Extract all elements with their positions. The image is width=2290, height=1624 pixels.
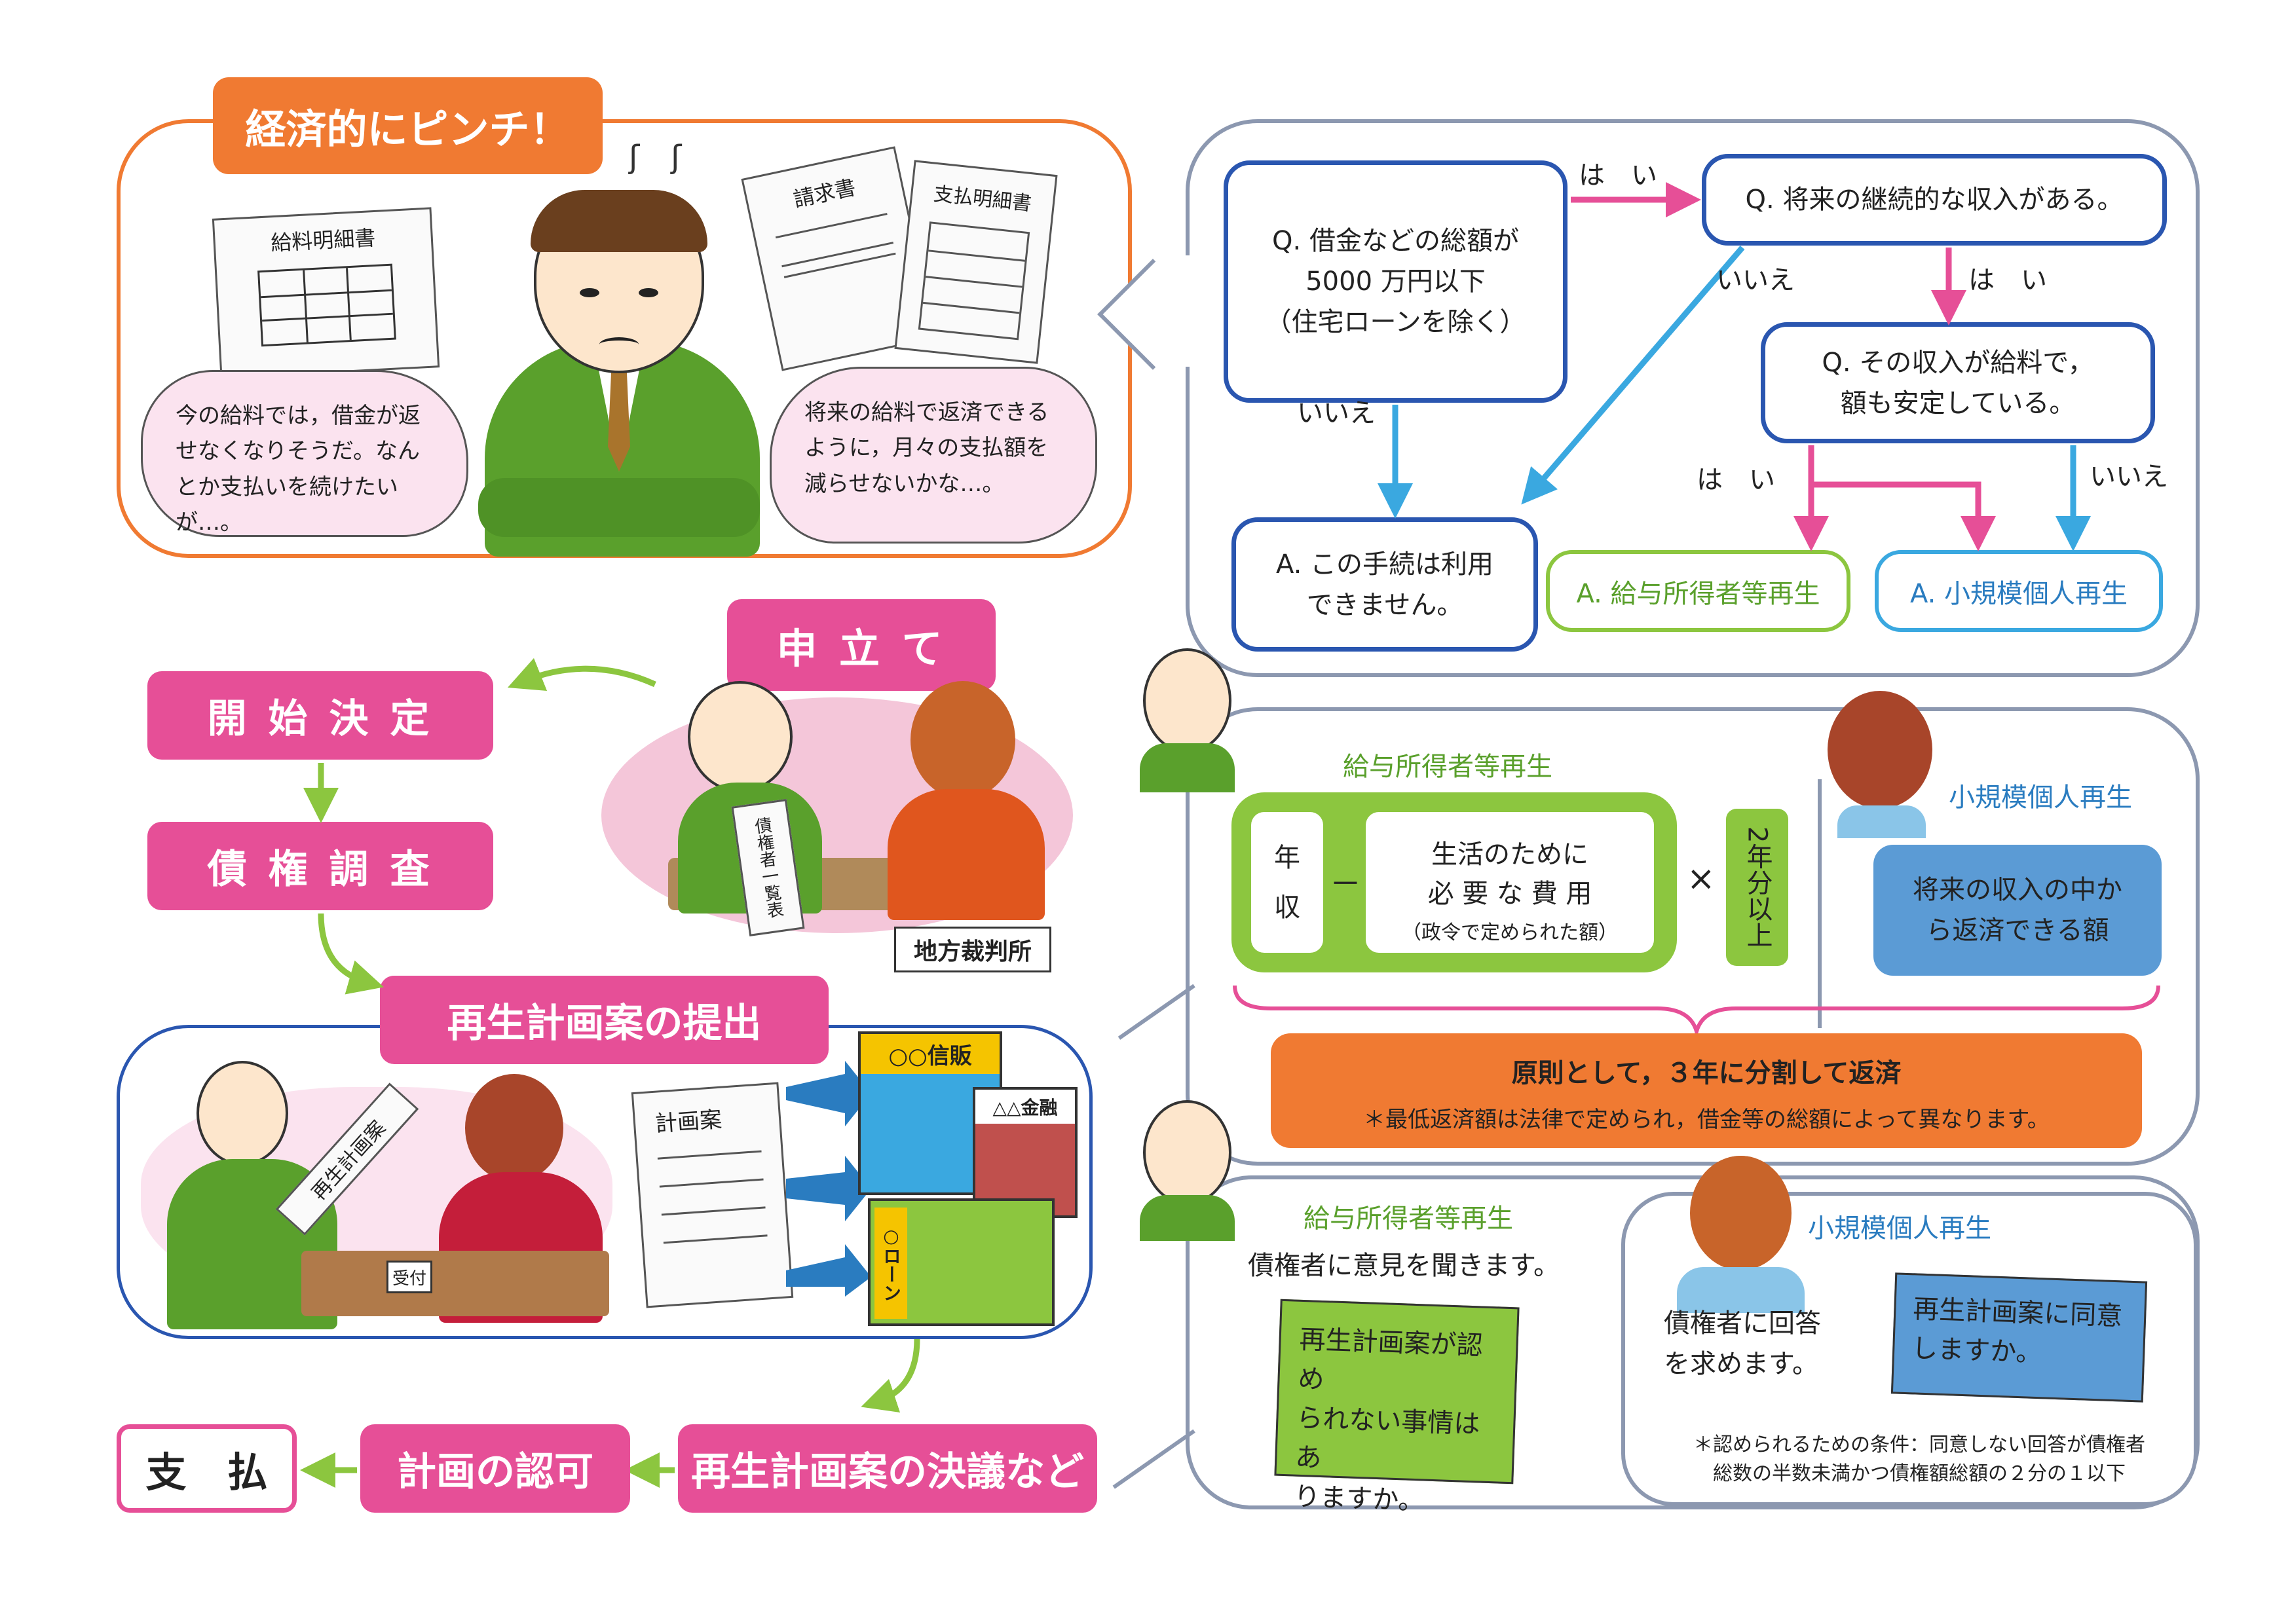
answer-salary-rehabilitation: A. 給与所得者等再生 [1546, 550, 1850, 632]
salary-earner-avatar [1143, 648, 1231, 753]
court-clerk-woman [910, 681, 1015, 799]
clerk-woman [465, 1074, 563, 1182]
loan-company-sign: ○ローン [874, 1208, 907, 1319]
vote-small-title: 小規模個人再生 [1808, 1213, 1991, 1244]
small-business-avatar [1828, 691, 1932, 809]
finance-company-sign: △△金融 [975, 1090, 1075, 1124]
two-years-box: 2年分以上 [1726, 809, 1788, 966]
calc-small-title: 小規模個人再生 [1949, 783, 2132, 813]
step-payment: 支 払 [117, 1424, 297, 1513]
distribution-arrows [786, 1061, 871, 1297]
man-arms [478, 478, 760, 537]
vote-small-text: 債権者に回答 を求めます。 [1664, 1308, 1821, 1379]
label-yes-3: は い [1697, 465, 1775, 495]
sweat-drops: ʃ ʃ [629, 139, 682, 175]
label-no-3: いいえ [2090, 462, 2168, 492]
question-total-debt: Q. 借金などの総額が 5000 万円以下 （住宅ローンを除く） [1224, 160, 1567, 403]
minus-sign: － [1330, 866, 1362, 902]
label-yes-1: は い [1579, 160, 1657, 191]
vote-small-avatar-front [1690, 1156, 1792, 1270]
times-sign: × [1687, 859, 1716, 898]
vote-small-question-card: 再生計画案に同意 しますか。 [1890, 1272, 2148, 1403]
building-finance-company: △△金融 [973, 1087, 1078, 1218]
small-amount-box: 将来の収入の中か ら返済できる額 [1873, 845, 2162, 976]
small-section-divider [1818, 779, 1822, 1028]
vote-salary-question-card: 再生計画案が認め られない事情はあ りますか。 [1274, 1299, 1520, 1517]
formula-brace [1233, 985, 2160, 1035]
man-hair [531, 190, 707, 252]
answer-not-available: A. この手続は利用 できません。 [1231, 517, 1538, 652]
credit-company-sign: ○○信販 [861, 1034, 1000, 1074]
reception-sign: 受付 [386, 1261, 432, 1293]
step-submit-plan-top: 再生計画案の提出 [380, 976, 829, 1064]
calc-salary-title: 給与所得者等再生 [1343, 752, 1552, 782]
expenses-note: （政令で定められた額） [1402, 921, 1618, 944]
question-future-income: Q. 将来の継続的な収入がある。 [1702, 154, 2167, 246]
principle-note: ＊最低返済額は法律で定められ，借金等の総額によって異なります。 [1363, 1107, 2050, 1133]
expenses-text: 生活のために 必 要 な 費 用 [1427, 840, 1592, 909]
step-approval: 計画の認可 [360, 1424, 630, 1513]
income-box: 年 収 [1251, 812, 1323, 953]
step-claim-survey: 債 権 調 査 [147, 822, 493, 910]
vote-salary-avatar [1143, 1100, 1231, 1205]
worried-man-illustration [472, 177, 766, 557]
expenses-box: 生活のために 必 要 な 費 用 （政令で定められた額） [1366, 812, 1654, 953]
vote-salary-title: 給与所得者等再生 [1304, 1204, 1513, 1234]
reception-desk [301, 1251, 609, 1316]
speech-bubble-left: 今の給料では，借金が返せなくなりそうだ。なんとか支払いを続けたいが…。 [141, 370, 468, 537]
answer-small-rehabilitation: A. 小規模個人再生 [1875, 550, 2163, 632]
label-yes-2: は い [1968, 265, 2047, 295]
vote-condition-note: ＊認められるための条件：同意しない回答が債権者 総数の半数未満かつ債権額総額の２… [1693, 1433, 2145, 1485]
label-no-2: いいえ [1716, 265, 1795, 295]
step-resolution: 再生計画案の決議など [678, 1424, 1097, 1513]
principle-text: 原則として，３年に分割して返済 [1511, 1058, 1902, 1088]
court-label: 地方裁判所 [894, 927, 1051, 972]
situation-title: 経済的にピンチ！ [213, 77, 603, 174]
label-no-1: いいえ [1297, 398, 1376, 428]
step-apply: 申 立 て [727, 599, 996, 691]
speech-bubble-right: 将来の給料で返済できるように，月々の支払額を減らせないかな…。 [770, 367, 1097, 544]
building-loan-company: ○ローン [868, 1198, 1055, 1326]
principle-box: 原則として，３年に分割して返済 ＊最低返済額は法律で定められ，借金等の総額によっ… [1271, 1033, 2142, 1148]
step-start-decision: 開 始 決 定 [147, 671, 493, 760]
vote-salary-text: 債権者に意見を聞きます。 [1248, 1251, 1560, 1281]
